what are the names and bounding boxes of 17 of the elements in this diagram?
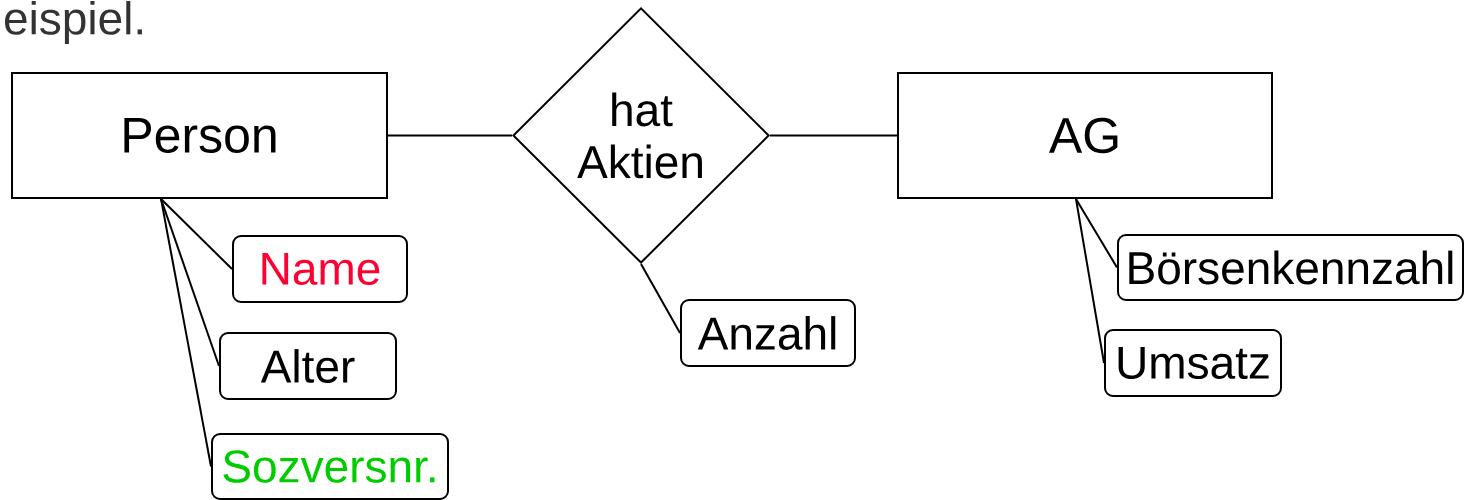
connector-line (160, 198, 233, 270)
entity-box: Person (11, 72, 388, 199)
attribute-box: Alter (219, 332, 397, 400)
attribute-box: Anzahl (680, 299, 856, 367)
attribute-box: Umsatz (1104, 329, 1282, 397)
connector-line (769, 134, 898, 137)
connector-line (1075, 198, 1105, 364)
connector-line (160, 198, 212, 468)
connector-line (640, 263, 681, 334)
attribute-box: Sozversnr. (211, 433, 449, 500)
attribute-box: Name (232, 235, 408, 303)
connector-line (387, 134, 513, 137)
title: eispiel. (5, 1, 142, 44)
connector-line (160, 198, 220, 367)
entity-box: AG (897, 72, 1273, 199)
connector-line (1075, 198, 1118, 269)
attribute-box: Börsenkennzahl (1117, 234, 1464, 301)
